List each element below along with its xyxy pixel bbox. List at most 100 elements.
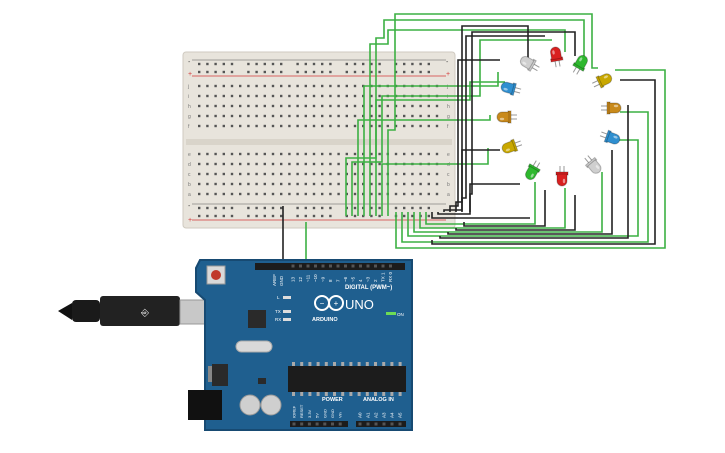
wire-loop-6[interactable] <box>425 182 536 225</box>
led-yellow-2[interactable] <box>500 137 523 155</box>
wire-gnd-1[interactable] <box>431 212 530 219</box>
header-pin[interactable] <box>315 422 319 426</box>
terminal-hole <box>329 182 332 186</box>
terminal-hole <box>296 84 299 88</box>
led-blue-1[interactable] <box>500 80 522 97</box>
led-leg <box>531 67 538 72</box>
wire-gnd-12[interactable] <box>463 190 546 227</box>
header-pin[interactable] <box>323 422 327 426</box>
terminal-hole <box>378 114 381 118</box>
wire-signal-5[interactable] <box>369 29 566 216</box>
header-pin[interactable] <box>314 264 317 268</box>
chip-pin <box>357 362 361 366</box>
wire-signal-6[interactable] <box>375 19 585 216</box>
rail-hole <box>304 70 307 74</box>
rail-hole <box>378 206 381 210</box>
led-green-2[interactable] <box>523 159 543 182</box>
header-pin[interactable] <box>321 264 325 268</box>
terminal-hole <box>403 114 406 118</box>
terminal-hole <box>411 182 414 186</box>
reset-button-cap[interactable] <box>211 270 221 280</box>
power-pin-label: 3.3V <box>307 409 312 418</box>
usb-cable-strain <box>72 300 100 322</box>
header-pin[interactable] <box>291 264 295 268</box>
wire-signal-2[interactable] <box>351 39 552 216</box>
header-pin[interactable] <box>336 264 340 268</box>
wire-gnd-8[interactable] <box>431 79 656 245</box>
header-pin[interactable] <box>390 422 394 426</box>
wire-gnd-6[interactable] <box>461 35 545 212</box>
header-pin[interactable] <box>381 264 385 268</box>
led-orange-1[interactable] <box>601 101 622 115</box>
wire-loop-5[interactable] <box>419 188 566 229</box>
power-pin-label: GND <box>330 409 335 418</box>
terminal-hole <box>296 182 299 186</box>
wire-loop-4[interactable] <box>413 172 603 233</box>
rail-hole <box>394 62 398 66</box>
wire-signal-7[interactable] <box>381 148 489 216</box>
header-pin[interactable] <box>292 422 296 426</box>
header-pin[interactable] <box>329 264 332 268</box>
rail-label-top-minus: - <box>188 59 191 66</box>
led-yellow-1[interactable] <box>591 71 614 90</box>
terminal-hole <box>288 152 291 156</box>
header-pin[interactable] <box>299 264 302 268</box>
terminal-hole <box>247 162 250 166</box>
power-jack[interactable] <box>188 390 222 420</box>
wire-gnd-11[interactable] <box>455 195 576 231</box>
wire-gnd-7[interactable] <box>469 31 576 212</box>
led-white-2[interactable] <box>582 153 604 176</box>
header-pin[interactable] <box>366 422 370 426</box>
wire-gnd-9[interactable] <box>439 105 629 239</box>
power-led <box>386 312 396 315</box>
header-pin[interactable] <box>306 264 310 268</box>
wire-gnd-2[interactable] <box>437 183 520 215</box>
wire-gnd-10[interactable] <box>447 150 613 235</box>
terminal-hole <box>378 182 381 186</box>
wire-loop-2[interactable] <box>401 111 649 243</box>
led-orange-2[interactable] <box>496 110 517 124</box>
terminal-hole <box>239 94 242 98</box>
led-red-1[interactable] <box>549 46 564 68</box>
power-pin-label: GND <box>322 409 327 418</box>
led-white-1[interactable] <box>518 54 541 74</box>
wire-loop-3[interactable] <box>407 139 639 237</box>
header-pin[interactable] <box>338 422 342 426</box>
header-pin[interactable] <box>300 422 304 426</box>
header-pin[interactable] <box>398 422 402 426</box>
header-pin[interactable] <box>351 264 355 268</box>
led-red-2[interactable] <box>555 166 569 187</box>
header-pin[interactable] <box>331 422 334 426</box>
header-pin[interactable] <box>344 264 347 268</box>
header-pin[interactable] <box>374 422 378 426</box>
terminal-hole <box>370 152 373 156</box>
wire-loop-1[interactable] <box>395 69 666 249</box>
wire-signal-8[interactable] <box>387 13 598 216</box>
usb-cable[interactable]: ⎆ <box>58 296 217 326</box>
terminal-hole <box>198 114 201 118</box>
header-pin[interactable] <box>366 264 370 268</box>
wire-signal-4[interactable] <box>363 72 499 216</box>
rail-hole <box>370 214 373 218</box>
rail-hole <box>419 70 422 74</box>
header-pin[interactable] <box>307 422 311 426</box>
header-pin[interactable] <box>358 422 362 426</box>
led-blue-2[interactable] <box>599 128 622 146</box>
terminal-hole <box>230 84 234 88</box>
header-pin[interactable] <box>359 264 362 268</box>
header-pin[interactable] <box>374 264 377 268</box>
power-header-label: POWER <box>322 397 343 403</box>
terminal-hole <box>214 152 217 156</box>
led-highlight <box>503 87 508 91</box>
terminal-hole <box>206 114 209 118</box>
power-pin-label: Vin <box>338 412 343 418</box>
wire-signal-3[interactable] <box>357 115 491 216</box>
header-pin[interactable] <box>389 264 392 268</box>
led-green-1[interactable] <box>570 53 590 76</box>
row-letter: h <box>188 104 191 110</box>
rail-hole <box>247 206 250 210</box>
header-pin[interactable] <box>382 422 386 426</box>
terminal-hole <box>198 182 201 186</box>
